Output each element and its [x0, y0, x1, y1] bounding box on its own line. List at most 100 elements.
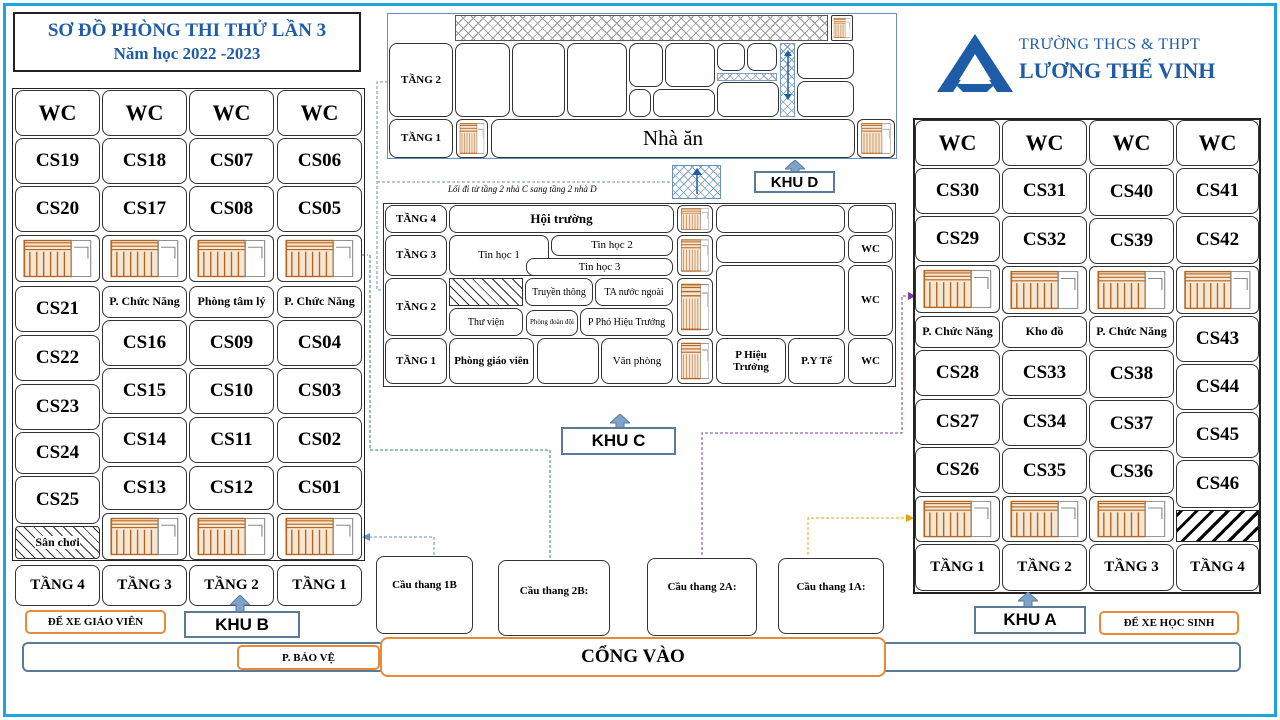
khu-b-wc: WC: [102, 90, 187, 136]
khu-b-room: CS10: [189, 368, 274, 414]
canteen-label: Nhà ăn: [642, 125, 704, 150]
khu-d-building: [387, 13, 897, 159]
khu-d-room: [567, 43, 627, 117]
khu-c-room: [716, 235, 845, 263]
khu-b-room: CS01: [277, 466, 362, 510]
khu-b-room: CS08: [189, 186, 274, 232]
vice-principal-room: P Phó Hiệu Trưởng: [580, 308, 673, 336]
khu-a-room: CS30: [915, 168, 1000, 214]
teachers-room: Phòng giáo viên: [449, 338, 534, 384]
khu-c-room: [716, 265, 845, 336]
stairs-icon: [831, 15, 853, 41]
it-room-3: Tin học 3: [526, 258, 673, 276]
stairs-icon: [857, 119, 895, 158]
khu-a-room: CS39: [1089, 218, 1174, 264]
khu-b-room: CS13: [102, 466, 187, 510]
stairs-icon: [277, 513, 362, 560]
khu-a-room: CS37: [1089, 400, 1174, 448]
khu-a-arrow-icon: [1018, 592, 1038, 608]
khu-b-room: CS03: [277, 368, 362, 414]
khu-d-room: [629, 43, 663, 87]
khu-c-floor: TẦNG 1: [385, 338, 447, 384]
stairs-icon: [1089, 266, 1174, 314]
khu-a-wc: WC: [1089, 120, 1174, 166]
union-room: Phòng đoàn đội: [526, 310, 578, 336]
stair-1a: Cầu thang 1A:: [778, 558, 884, 634]
khu-d-stairwell: [717, 73, 777, 81]
khu-b-room: P. Chức Năng: [277, 286, 362, 318]
stairs-icon: [1002, 266, 1087, 314]
stairs-icon: [915, 496, 1000, 542]
khu-d-room: [455, 43, 510, 117]
khu-a-room: CS27: [915, 399, 1000, 445]
khu-b-room: CS15: [102, 368, 187, 414]
khu-b-room: CS19: [15, 138, 100, 184]
khu-b-room: CS14: [102, 417, 187, 463]
main-gate: CỔNG VÀO: [380, 637, 886, 677]
media-room: Truyền thông: [525, 278, 593, 306]
khu-a-room: CS32: [1002, 216, 1087, 264]
khu-d-room: [797, 81, 854, 117]
playground-label: Sân chơi: [35, 534, 80, 550]
stairs-icon: [677, 338, 713, 384]
it-room-2: Tin học 2: [551, 235, 673, 256]
khu-d-room: [629, 89, 651, 117]
khu-d-floor1: TẦNG 1: [389, 119, 453, 158]
playground: Sân chơi: [15, 526, 100, 559]
khu-a-room: CS42: [1176, 216, 1259, 264]
khu-a-wc: WC: [1176, 120, 1259, 166]
khu-b-room: CS22: [15, 335, 100, 381]
khu-d-room: [797, 43, 854, 79]
khu-b-floor: TẦNG 4: [15, 565, 100, 606]
khu-d-room: [512, 43, 565, 117]
school-logo-icon: [937, 34, 1013, 92]
stair-2a: Cầu thang 2A:: [647, 558, 757, 636]
khu-d-floor2: TẦNG 2: [389, 43, 453, 117]
khu-a-room: CS46: [1176, 460, 1259, 508]
stairs-icon: [677, 235, 713, 276]
canteen: Nhà ăn: [491, 119, 855, 158]
stairs-icon: [15, 235, 100, 282]
khu-b-building: [12, 88, 365, 561]
khu-a-hatched-area: [1176, 510, 1259, 542]
khu-d-room: [717, 43, 745, 71]
stair-1b: Cầu thang 1B: [376, 556, 473, 634]
khu-b-room: CS02: [277, 417, 362, 463]
bridge-arrow-icon: [692, 168, 702, 194]
khu-a-room: CS38: [1089, 350, 1174, 398]
stairs-icon: [102, 513, 187, 560]
corridor-note: Lối đi từ tầng 2 nhà C sang tầng 2 nhà D: [448, 184, 597, 194]
khu-c-wc: WC: [848, 235, 893, 263]
khu-a-floor: TẦNG 4: [1176, 544, 1259, 591]
stairs-icon: [1089, 496, 1174, 542]
khu-a-floor: TẦNG 2: [1002, 544, 1087, 591]
khu-d-room: [665, 43, 715, 87]
khu-b-wc: WC: [277, 90, 362, 136]
khu-b-room: CS18: [102, 138, 187, 184]
khu-a-wc: WC: [915, 120, 1000, 166]
school-name-line1: TRƯỜNG THCS & THPT: [1019, 36, 1201, 53]
khu-b-room: P. Chức Năng: [102, 286, 187, 318]
khu-c-floor: TẦNG 4: [385, 205, 447, 233]
stairs-icon: [915, 265, 1000, 313]
khu-a-room: P. Chức Năng: [1089, 316, 1174, 348]
khu-a-room: P. Chức Năng: [915, 316, 1000, 348]
khu-d-label: KHU D: [754, 171, 835, 193]
khu-b-room: CS20: [15, 186, 100, 232]
khu-b-wc: WC: [15, 90, 100, 136]
khu-a-wc: WC: [1002, 120, 1087, 166]
khu-a-room: CS44: [1176, 364, 1259, 410]
khu-c-room: [716, 205, 845, 233]
khu-a-room: CS34: [1002, 398, 1087, 446]
khu-c-arrow-icon: [610, 414, 630, 430]
principal-room: P Hiệu Trưởng: [716, 338, 786, 384]
khu-a-room: CS45: [1176, 412, 1259, 458]
khu-a-room: CS35: [1002, 448, 1087, 494]
medical-room: P.Y Tế: [788, 338, 845, 384]
khu-d-corridor: [455, 15, 828, 41]
school-name-line2: LƯƠNG THẾ VINH: [1019, 58, 1216, 83]
khu-b-room: CS04: [277, 320, 362, 366]
khu-b-room: CS12: [189, 466, 274, 510]
guard-room: P. BẢO VỆ: [237, 645, 380, 670]
khu-b-room: CS07: [189, 138, 274, 184]
